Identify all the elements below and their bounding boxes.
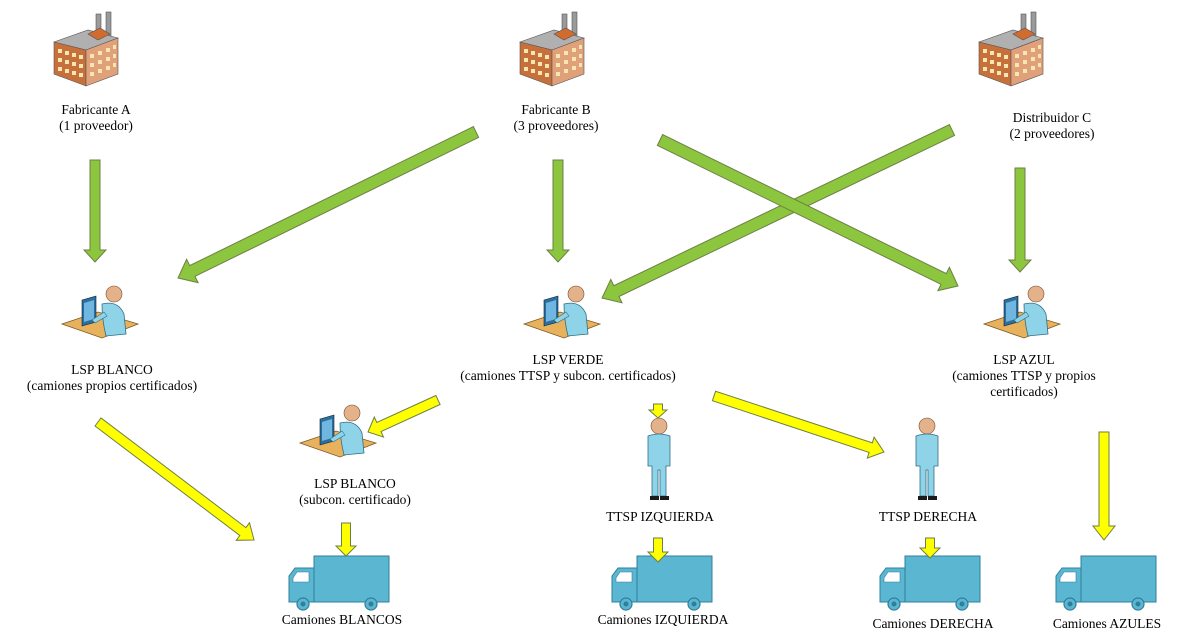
factory-a-icon — [53, 11, 119, 87]
truck-derecha-icon — [879, 555, 981, 611]
camiones-izquierda-label: Camiones IZQUIERDA — [578, 612, 748, 628]
camiones-blancos-name: Camiones BLANCOS — [281, 612, 403, 627]
arrow-lsp-verde-to-ttsp-der — [711, 390, 885, 459]
ttsp-izquierda-label: TTSP IZQUIERDA — [590, 509, 730, 525]
lsp-blanco-sub-desk-icon — [299, 404, 377, 458]
ttsp-derecha-person-icon — [915, 417, 939, 501]
lsp-verde-name: LSP VERDE — [532, 352, 604, 367]
lsp-blanco-sub-sub: (subcon. certificado) — [299, 492, 411, 507]
distribuidor-c-sub: (2 proveedores) — [1009, 126, 1095, 141]
fabricante-b-sub: (3 proveedores) — [513, 118, 599, 133]
fabricante-b-label: Fabricante B (3 proveedores) — [496, 102, 616, 134]
lsp-azul-sub2: certificados) — [990, 384, 1058, 399]
arrow-ttsp-der-to-truck — [918, 537, 942, 559]
lsp-azul-label: LSP AZUL (camiones TTSP y propios certif… — [930, 352, 1118, 400]
distribuidor-c-label: Distribuidor C (2 proveedores) — [992, 110, 1112, 142]
truck-blancos-icon — [288, 555, 390, 611]
lsp-azul-desk-icon — [983, 285, 1061, 339]
arrow-fab-b-to-lsp-blanco — [177, 125, 480, 284]
arrow-dist-c-to-lsp-azul — [1007, 167, 1033, 273]
arrow-dist-c-to-lsp-verde — [601, 123, 956, 304]
lsp-azul-sub1: (camiones TTSP y propios — [952, 368, 1096, 383]
factory-b-icon — [519, 11, 585, 87]
fabricante-a-name: Fabricante A — [61, 102, 131, 117]
camiones-azules-name: Camiones AZULES — [1052, 616, 1162, 631]
arrow-lsp-blanco-to-trucks-blancos — [94, 417, 255, 541]
lsp-verde-desk-icon — [523, 285, 601, 339]
lsp-blanco-label: LSP BLANCO (camiones propios certificado… — [2, 362, 222, 394]
fabricante-a-label: Fabricante A (1 proveedor) — [36, 102, 156, 134]
lsp-blanco-sub: (camiones propios certificados) — [26, 378, 198, 393]
arrow-lsp-blanco-sub-to-truck — [334, 522, 358, 557]
ttsp-derecha-name: TTSP DERECHA — [878, 509, 978, 524]
ttsp-izquierda-name: TTSP IZQUIERDA — [606, 509, 714, 524]
arrow-fab-b-to-lsp-azul — [656, 133, 959, 292]
arrow-ttsp-izq-to-truck — [646, 537, 670, 563]
lsp-blanco-desk-icon — [61, 285, 139, 339]
truck-izquierda-icon — [611, 555, 713, 611]
ttsp-derecha-label: TTSP DERECHA — [868, 509, 988, 525]
arrow-lsp-verde-to-ttsp-izq — [647, 403, 669, 419]
distributor-c-icon — [978, 11, 1044, 87]
lsp-azul-name: LSP AZUL — [993, 352, 1055, 367]
arrow-fab-a-to-lsp-blanco — [82, 159, 108, 263]
lsp-blanco-sub-label: LSP BLANCO (subcon. certificado) — [290, 476, 420, 508]
camiones-azules-label: Camiones AZULES — [1034, 616, 1180, 632]
camiones-izquierda-name: Camiones IZQUIERDA — [597, 612, 729, 627]
fabricante-b-name: Fabricante B — [521, 102, 591, 117]
truck-azules-icon — [1055, 555, 1157, 611]
arrow-lsp-azul-to-trucks-azules — [1091, 431, 1117, 541]
arrow-fab-b-to-lsp-verde — [545, 159, 571, 263]
camiones-blancos-label: Camiones BLANCOS — [262, 612, 422, 628]
ttsp-izquierda-person-icon — [647, 417, 671, 501]
arrow-lsp-verde-to-lsp-blanco-sub — [367, 394, 441, 438]
camiones-derecha-name: Camiones DERECHA — [872, 616, 994, 631]
lsp-blanco-name: LSP BLANCO — [71, 362, 153, 377]
lsp-verde-label: LSP VERDE (camiones TTSP y subcon. certi… — [424, 352, 712, 384]
fabricante-a-sub: (1 proveedor) — [59, 118, 133, 133]
camiones-derecha-label: Camiones DERECHA — [858, 616, 1008, 632]
distribuidor-c-name: Distribuidor C — [1012, 110, 1092, 125]
lsp-blanco-sub-name: LSP BLANCO — [314, 476, 396, 491]
lsp-verde-sub: (camiones TTSP y subcon. certificados) — [460, 368, 676, 383]
